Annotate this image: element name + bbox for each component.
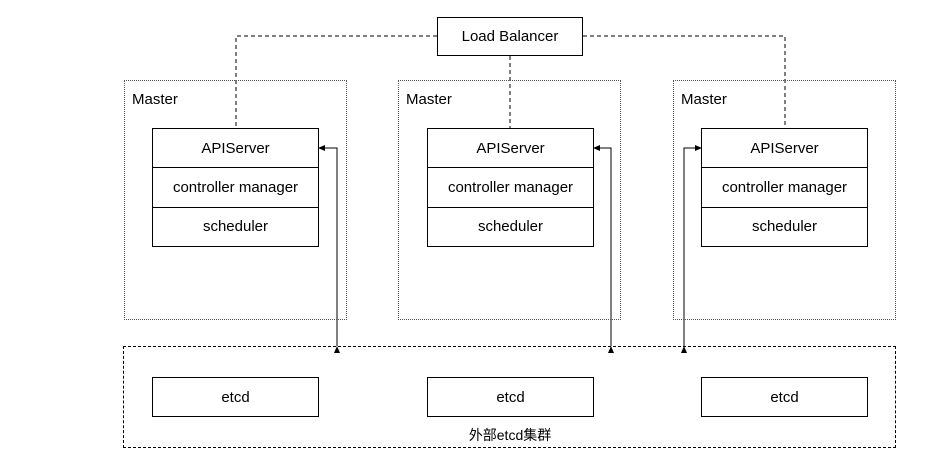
scheduler-component: scheduler	[477, 218, 544, 236]
master-label-2: Master	[406, 91, 452, 108]
load-balancer-box: Load Balancer	[437, 17, 583, 56]
etcd-node-label: etcd	[496, 388, 525, 406]
apiserver-component: APIServer	[153, 129, 318, 169]
master-label-3: Master	[681, 91, 727, 108]
master-region-2	[398, 80, 621, 320]
etcd-node-1: etcd	[152, 377, 319, 417]
scheduler-component: scheduler	[202, 218, 269, 236]
apiserver-component: APIServer	[428, 129, 593, 169]
controller-manager-component: controller manager	[702, 168, 867, 208]
master-2-components: APIServer controller manager scheduler	[427, 128, 594, 247]
master-region-1	[124, 80, 347, 320]
master-1-components: APIServer controller manager scheduler	[152, 128, 319, 247]
scheduler-component: scheduler	[751, 218, 818, 236]
master-region-3	[673, 80, 896, 320]
controller-manager-component: controller manager	[428, 168, 593, 208]
master-3-components: APIServer controller manager scheduler	[701, 128, 868, 247]
etcd-node-label: etcd	[221, 388, 250, 406]
apiserver-component: APIServer	[702, 129, 867, 169]
etcd-cluster-region	[123, 346, 896, 448]
etcd-node-3: etcd	[701, 377, 868, 417]
load-balancer-label: Load Balancer	[461, 28, 559, 45]
etcd-cluster-label: 外部etcd集群	[468, 427, 552, 443]
master-label-1: Master	[132, 91, 178, 108]
controller-manager-component: controller manager	[153, 168, 318, 208]
etcd-node-2: etcd	[427, 377, 594, 417]
etcd-node-label: etcd	[770, 388, 799, 406]
